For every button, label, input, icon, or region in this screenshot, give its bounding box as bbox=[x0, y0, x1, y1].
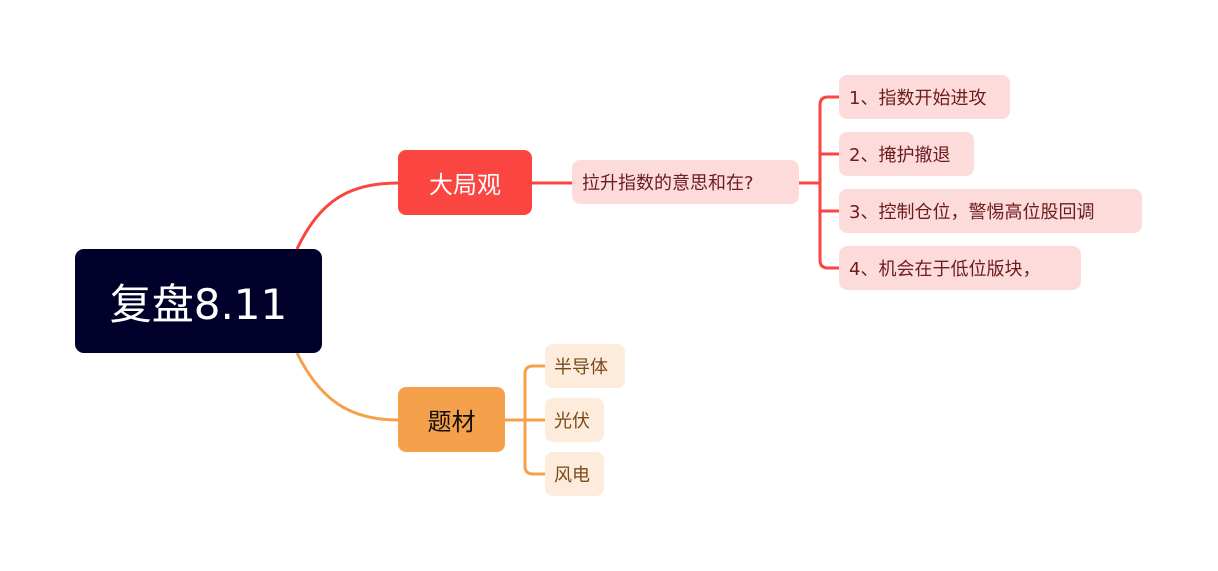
leaf-photovoltaic[interactable]: 光伏 bbox=[545, 398, 604, 442]
leaf-point-4[interactable]: 4、机会在于低位版块， bbox=[839, 246, 1081, 290]
branch-themes[interactable]: 题材 bbox=[398, 387, 505, 452]
leaf-point-1[interactable]: 1、指数开始进攻 bbox=[839, 75, 1010, 119]
leaf-semiconductor[interactable]: 半导体 bbox=[545, 344, 625, 388]
leaf-point-2[interactable]: 2、掩护撤退 bbox=[839, 132, 974, 176]
leaf-wind-power[interactable]: 风电 bbox=[545, 452, 604, 496]
branch-big-picture[interactable]: 大局观 bbox=[398, 150, 532, 215]
root-node[interactable]: 复盘8.11 bbox=[75, 249, 322, 353]
node-index-meaning[interactable]: 拉升指数的意思和在? bbox=[572, 160, 799, 204]
leaf-point-3[interactable]: 3、控制仓位，警惕高位股回调 bbox=[839, 189, 1142, 233]
